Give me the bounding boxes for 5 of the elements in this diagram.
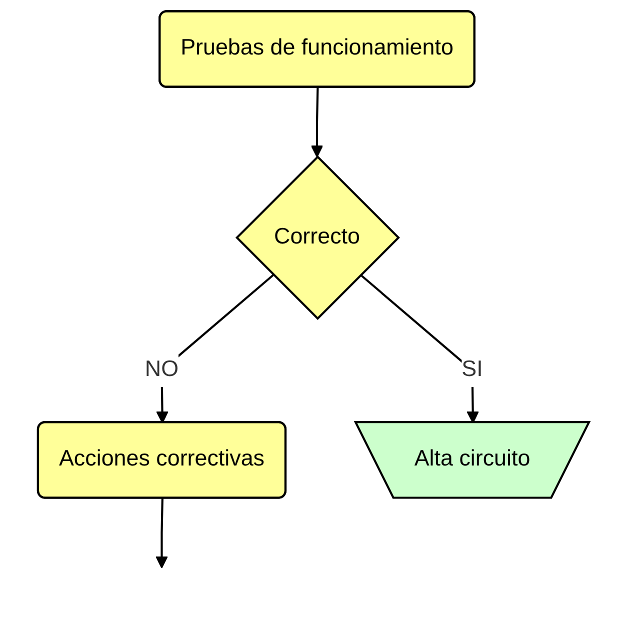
- arrow: [310, 88, 324, 158]
- edge-label: NO: [144, 358, 179, 382]
- arrow: [156, 498, 168, 568]
- node-diamond: Correcto: [235, 155, 400, 320]
- edge-label: SI: [462, 358, 483, 382]
